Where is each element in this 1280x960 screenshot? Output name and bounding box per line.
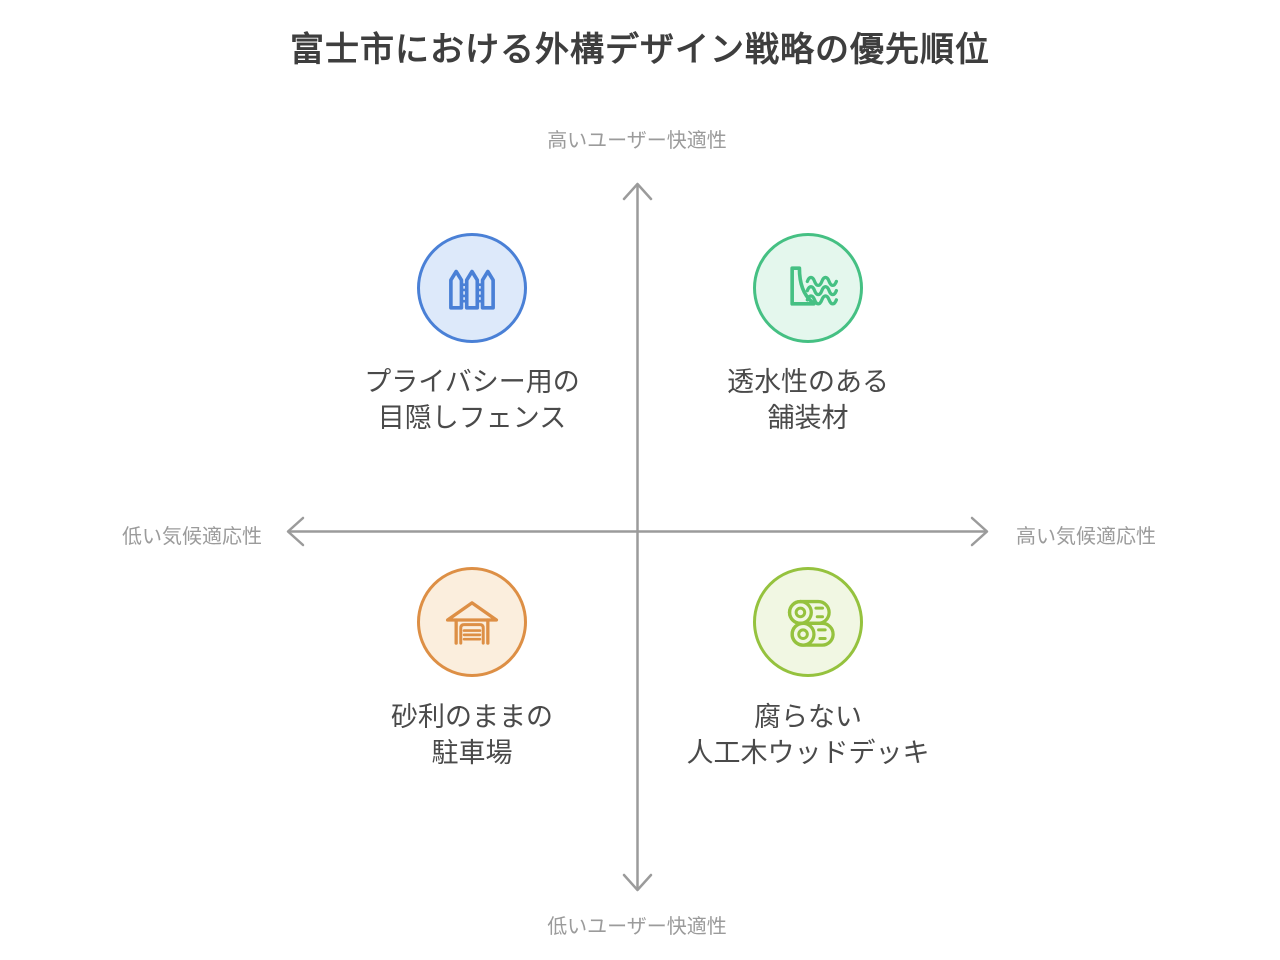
axis-label-right: 高い気候適応性 xyxy=(1016,526,1156,548)
fence-icon xyxy=(449,269,495,310)
axis-label-left: 低い気候適応性 xyxy=(122,526,262,548)
garage-icon xyxy=(445,601,499,645)
down-arrowhead-icon xyxy=(622,873,653,892)
up-arrowhead-icon xyxy=(622,182,653,201)
quadrant-label-bottom-right: 腐らない 人工木ウッドデッキ xyxy=(686,702,930,768)
right-arrowhead-icon xyxy=(970,516,989,547)
page-title: 富士市における外構デザイン戦略の優先順位 xyxy=(290,31,990,69)
permeable-paving-icon-badge xyxy=(753,233,863,343)
garage-icon-badge xyxy=(417,567,527,677)
left-arrowhead-icon xyxy=(286,516,305,547)
quadrant-label-bottom-left: 砂利のままの 駐車場 xyxy=(391,702,553,768)
wood-logs-icon xyxy=(787,599,835,647)
wood-logs-icon-badge xyxy=(753,567,863,677)
permeable-paving-icon xyxy=(790,266,839,306)
axis-label-bottom: 低いユーザー快適性 xyxy=(547,916,727,938)
fence-icon-badge xyxy=(417,233,527,343)
quadrant-label-top-right: 透水性のある 舗装材 xyxy=(727,367,889,433)
axis-label-top: 高いユーザー快適性 xyxy=(547,130,727,152)
quadrant-label-top-left: プライバシー用の 目隠しフェンス xyxy=(364,367,580,433)
